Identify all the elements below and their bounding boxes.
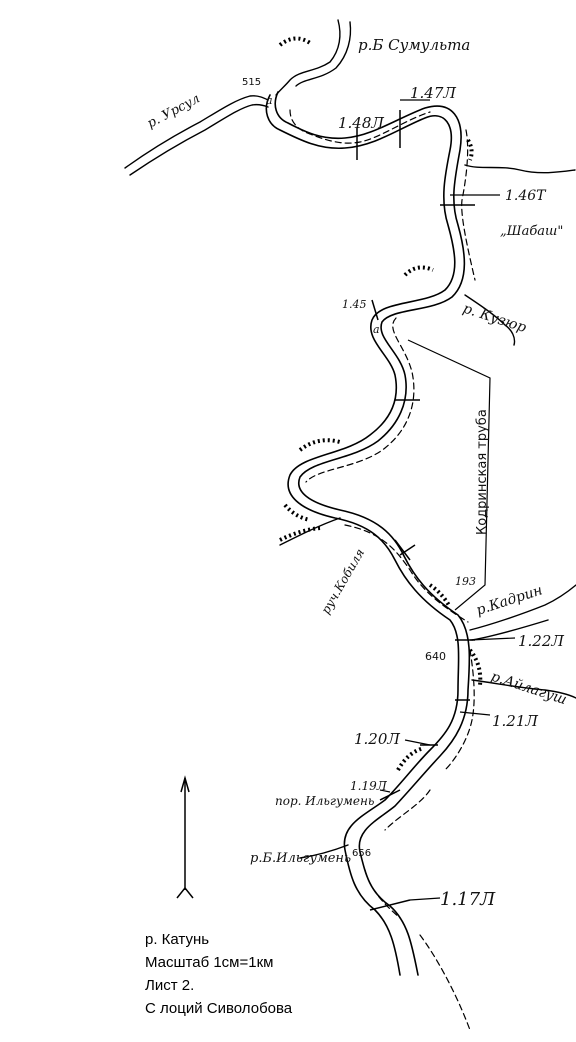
label-shabash: „Шабаш" bbox=[500, 224, 563, 239]
label-ailagush: р.Айлагуш bbox=[489, 669, 569, 709]
legend-source: С лоций Сиволобова bbox=[145, 1000, 293, 1017]
label-por-ilygumen: пор. Ильгумень bbox=[275, 794, 374, 808]
label-a-top: а bbox=[266, 94, 273, 107]
label-kadrin: р.Кадрин bbox=[474, 582, 544, 618]
b-ilygumen-river bbox=[299, 844, 349, 859]
map-labels: р.Б Сумульта р. Урсул 515 а 1.48Л 1.47Л … bbox=[145, 36, 569, 910]
label-elev-515: 515 bbox=[242, 77, 261, 88]
katun-left-bank bbox=[265, 94, 460, 976]
leader-lines bbox=[379, 99, 516, 901]
label-r146: 1.46Т bbox=[505, 188, 547, 204]
legend-river: р. Катунь bbox=[145, 931, 210, 948]
label-elev-193: 193 bbox=[455, 575, 476, 588]
cliff-hachures bbox=[278, 36, 483, 772]
kadrin-river bbox=[469, 584, 576, 641]
legend-scale: Масштаб 1см=1км bbox=[145, 954, 274, 971]
tributaries bbox=[124, 19, 576, 859]
label-r120: 1.20Л bbox=[354, 730, 400, 748]
label-b-sumulta: р.Б Сумульта bbox=[358, 36, 470, 54]
shabash-stream bbox=[464, 164, 576, 174]
map-legend: р. Катунь Масштаб 1см=1км Лист 2. С лоци… bbox=[145, 928, 292, 1020]
label-a-mid: а bbox=[373, 323, 380, 336]
label-elev-640: 640 bbox=[425, 650, 446, 663]
katun-right-bank bbox=[274, 91, 471, 976]
katun-dashed-bank bbox=[289, 109, 476, 1031]
label-b-ilygumen: р.Б.Ильгумень bbox=[250, 851, 351, 866]
label-r122: 1.22Л bbox=[518, 632, 564, 650]
label-r147: 1.47Л bbox=[410, 84, 456, 102]
ursul-river bbox=[124, 95, 269, 176]
ailagush-river bbox=[471, 679, 576, 699]
label-r119: 1.19Л bbox=[350, 779, 388, 793]
label-kodrinskaya-truba: Кодринская труба bbox=[475, 409, 490, 535]
rapid-markers bbox=[356, 110, 475, 911]
kuzur-river bbox=[464, 294, 516, 346]
north-arrow-icon bbox=[176, 775, 194, 899]
label-r121: 1.21Л bbox=[492, 712, 538, 730]
legend-sheet: Лист 2. bbox=[145, 977, 195, 994]
label-r145: 1.45 bbox=[342, 298, 367, 311]
label-r148: 1.48Л bbox=[338, 114, 384, 132]
katun-river bbox=[265, 91, 476, 1031]
label-r117: 1.17Л bbox=[440, 889, 496, 910]
label-kuzur: р. Кузюр bbox=[461, 301, 529, 337]
b-sumulta-river bbox=[275, 19, 352, 96]
label-kobilya: руч.Кобиля bbox=[318, 546, 367, 616]
label-elev-656: 656 bbox=[352, 848, 371, 859]
kodrinskaya-truba-line bbox=[407, 339, 491, 611]
